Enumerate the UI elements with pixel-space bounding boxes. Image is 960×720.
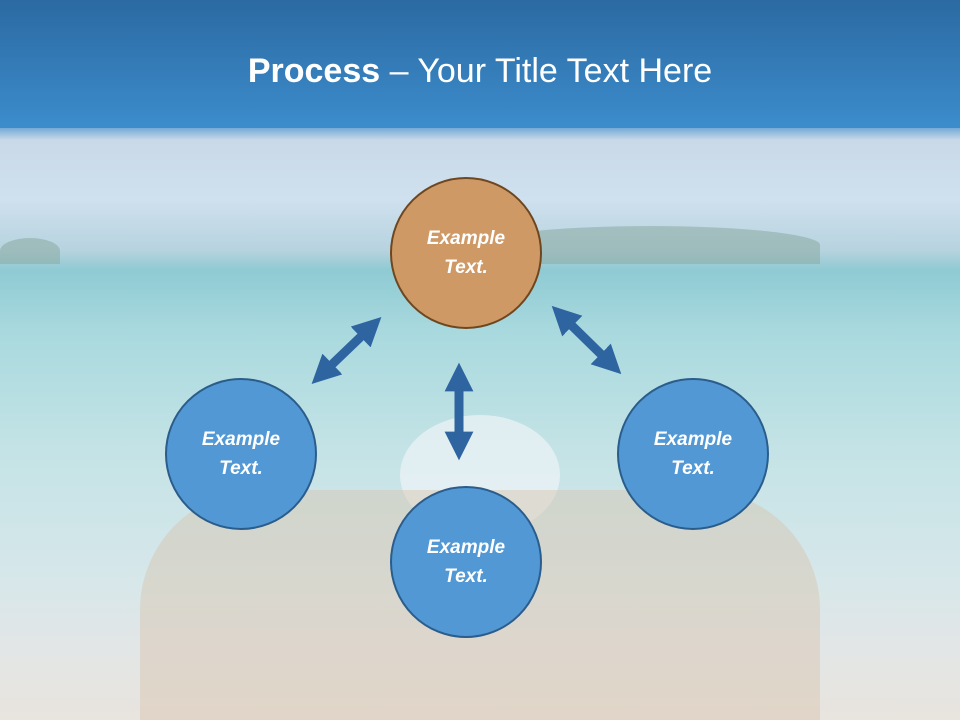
title-bar: [0, 0, 960, 128]
node-label-line2: Text.: [671, 458, 715, 479]
title-rest: – Your Title Text Here: [380, 52, 713, 90]
node-label-line2: Text.: [219, 458, 263, 479]
title-bold: Process: [247, 52, 381, 90]
node-label-line1: Example: [201, 429, 281, 450]
node-label-line2: Text.: [444, 566, 488, 587]
slide-title: Process – Your Title Text Here: [0, 52, 960, 91]
background-island-left: [0, 238, 60, 264]
node-label-line2: Text.: [444, 257, 488, 278]
double-arrow-right: [551, 305, 622, 375]
node-label-line1: Example: [426, 537, 506, 558]
double-arrow-left: [311, 317, 382, 384]
node-label-line1: Example: [653, 429, 733, 450]
node-label-line1: Example: [426, 228, 506, 249]
